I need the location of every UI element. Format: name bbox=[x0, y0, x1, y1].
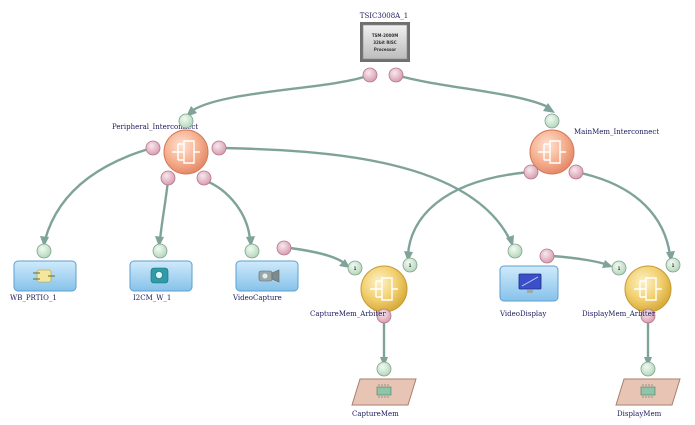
bus-glyph bbox=[172, 140, 200, 164]
interconnect-bus-icon bbox=[163, 129, 209, 175]
edge-peripheral-to-videodisplay bbox=[219, 146, 512, 241]
processor-label: TSIC3008A_1 bbox=[360, 12, 408, 20]
master-port[interactable] bbox=[196, 170, 212, 186]
processor-node[interactable]: TSIC3008A_1 TSM-2000M 32bit RISC Process… bbox=[360, 12, 410, 83]
edge-peripheral-to-videocapture bbox=[203, 178, 252, 241]
wb-prtio-node[interactable]: WB_PRTIO_1 bbox=[10, 243, 77, 302]
slave-port-2[interactable] bbox=[402, 257, 418, 273]
chip-line-3: Processor bbox=[374, 47, 396, 52]
master-port[interactable] bbox=[539, 248, 555, 264]
capturemem-arbiter-node[interactable]: 1 1 CaptureMem_Arbiter bbox=[310, 257, 418, 324]
mainmem-interconnect-label: MainMem_Interconnect bbox=[574, 128, 659, 136]
edge-peripheral-to-wbprtio bbox=[43, 146, 153, 241]
port-letter: 1 bbox=[672, 263, 675, 268]
peripheral-interconnect-label: Peripheral_Interconnect bbox=[112, 123, 198, 131]
arrowhead bbox=[666, 251, 675, 262]
master-port[interactable] bbox=[145, 140, 161, 156]
displaymem-node[interactable]: DisplayMem bbox=[615, 361, 681, 418]
arrowhead bbox=[339, 259, 350, 268]
slave-port[interactable] bbox=[244, 243, 260, 259]
slave-port[interactable] bbox=[36, 243, 52, 259]
videocapture-label: VideoCapture bbox=[232, 294, 282, 302]
edge-videodisplay-to-displayarbiter bbox=[551, 254, 609, 267]
arrowhead bbox=[246, 236, 255, 247]
master-port[interactable] bbox=[523, 164, 539, 180]
arrowhead bbox=[506, 235, 514, 247]
slave-port-1[interactable] bbox=[611, 260, 627, 276]
arrowhead bbox=[155, 236, 164, 247]
capturemem-node[interactable]: CaptureMem bbox=[351, 361, 417, 418]
slave-port[interactable] bbox=[640, 361, 656, 377]
edge-mainmem-to-displayarbiter bbox=[575, 170, 672, 256]
mainmem-interconnect-node[interactable]: MainMem_Interconnect bbox=[523, 113, 659, 180]
arbiter-icon bbox=[360, 265, 408, 313]
master-port[interactable] bbox=[388, 67, 404, 83]
capturemem-arbiter-label: CaptureMem_Arbiter bbox=[310, 310, 386, 318]
arrowhead bbox=[40, 236, 49, 247]
camera-icon bbox=[150, 267, 169, 284]
edge-processor-to-peripheral bbox=[189, 73, 371, 113]
videodisplay-label: VideoDisplay bbox=[499, 310, 546, 318]
displaymem-label: DisplayMem bbox=[617, 410, 662, 418]
edge-peripheral-to-i2cm bbox=[158, 179, 170, 241]
displaymem-arbiter-node[interactable]: 1 1 DisplayMem_Arbiter bbox=[582, 257, 681, 324]
slave-port[interactable] bbox=[376, 361, 392, 377]
arrowhead bbox=[602, 260, 613, 268]
master-port[interactable] bbox=[276, 240, 292, 256]
master-port[interactable] bbox=[362, 67, 378, 83]
arbiter-glyph bbox=[634, 277, 662, 301]
displaymem-arbiter-label: DisplayMem_Arbiter bbox=[582, 310, 656, 318]
slave-port[interactable] bbox=[152, 243, 168, 259]
slave-port-2[interactable] bbox=[665, 257, 681, 273]
processor-chip-icon bbox=[362, 24, 408, 60]
i2cm-node[interactable]: I2CM_W_1 bbox=[129, 243, 193, 302]
peripheral-interconnect-node[interactable]: Peripheral_Interconnect bbox=[112, 113, 227, 186]
edge-videocapture-to-capturearbiter bbox=[289, 246, 347, 266]
edge-mainmem-to-capturearbiter bbox=[406, 170, 531, 256]
slave-port[interactable] bbox=[178, 113, 194, 129]
monitor-icon bbox=[518, 273, 542, 293]
master-port[interactable] bbox=[568, 164, 584, 180]
slave-port[interactable] bbox=[507, 243, 523, 259]
arbiter-icon bbox=[624, 265, 672, 313]
chip-line-1: TSM-2000M bbox=[372, 33, 398, 38]
interconnect-bus-icon bbox=[529, 129, 575, 175]
parallel-io-icon bbox=[33, 269, 55, 283]
arrowhead bbox=[404, 251, 413, 262]
slave-port[interactable] bbox=[544, 113, 560, 129]
capturemem-label: CaptureMem bbox=[352, 410, 399, 418]
port-letter: 1 bbox=[354, 266, 357, 271]
master-port[interactable] bbox=[640, 308, 656, 324]
videocapture-node[interactable]: VideoCapture bbox=[232, 240, 299, 302]
bus-glyph bbox=[538, 140, 566, 164]
i2cm-label: I2CM_W_1 bbox=[133, 294, 171, 302]
wb-prtio-label: WB_PRTIO_1 bbox=[10, 294, 57, 302]
memory-chip-icon bbox=[376, 384, 392, 398]
video-camera-icon bbox=[258, 269, 280, 283]
edge-processor-to-mainmem bbox=[395, 73, 551, 110]
master-port[interactable] bbox=[376, 308, 392, 324]
chip-line-2: 32bit RISC bbox=[373, 40, 397, 45]
master-port[interactable] bbox=[160, 170, 176, 186]
videodisplay-node[interactable]: VideoDisplay bbox=[499, 243, 559, 318]
port-letter: 1 bbox=[618, 266, 621, 271]
connection-edges bbox=[40, 73, 675, 367]
memory-chip-icon bbox=[640, 384, 656, 398]
arrowhead bbox=[543, 103, 555, 113]
master-port[interactable] bbox=[211, 140, 227, 156]
slave-port-1[interactable] bbox=[347, 260, 363, 276]
port-letter: 1 bbox=[409, 263, 412, 268]
arbiter-glyph bbox=[370, 277, 398, 301]
